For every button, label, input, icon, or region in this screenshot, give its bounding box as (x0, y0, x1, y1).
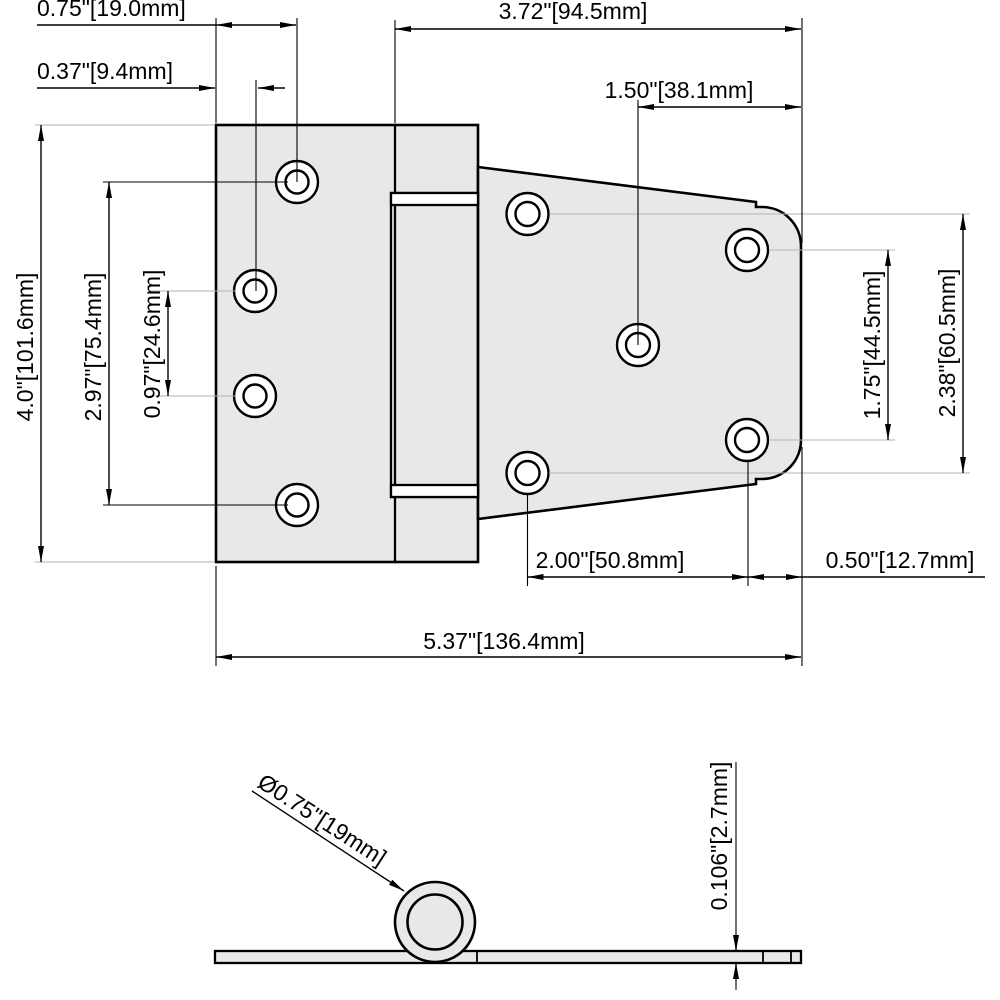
extension-lines-black (103, 18, 803, 666)
leader-knuckle-diameter (251, 790, 405, 892)
dim-label-knuckle-diameter: Ø0.75"[19mm] (253, 768, 391, 870)
hole-inner (242, 383, 268, 409)
hole-inner (733, 236, 761, 264)
dimension-lines (37, 22, 985, 660)
side-dimension-labels: Ø0.75"[19mm] 0.106"[2.7mm] (253, 762, 732, 911)
dim-label-outer-hole-column: 0.75"[19.0mm] (37, 0, 186, 21)
hole-inner (514, 459, 541, 487)
dim-label-leaf-middle-gap: 0.97"[24.6mm] (139, 270, 165, 419)
dim-label-strap-span-wide: 2.38"[60.5mm] (934, 269, 960, 418)
dim-label-strap-hole-spacing: 2.00"[50.8mm] (536, 547, 685, 573)
knuckle-inner-circle (406, 893, 464, 951)
hole-strap-bottom-right (724, 417, 770, 463)
dim-label-strap-length: 3.72"[94.5mm] (499, 0, 648, 24)
dim-label-strap-span-narrow: 1.75"[44.5mm] (859, 271, 885, 420)
hole-leaf-upper (232, 268, 278, 314)
hole-inner (242, 278, 268, 304)
hole-leaf-lower (232, 373, 278, 419)
side-dimension-lines (251, 790, 739, 979)
side-view: Ø0.75"[19mm] 0.106"[2.7mm] (213, 762, 803, 990)
dim-label-overall-height: 4.0"[101.6mm] (12, 273, 38, 422)
leaf-plate-edge (213, 949, 803, 965)
side-shapes (213, 880, 803, 965)
hole-strap-top-left (505, 191, 550, 237)
dimension-labels: 0.75"[19.0mm] 0.37"[9.4mm] 3.72"[94.5mm]… (12, 0, 974, 654)
hole-inner (284, 492, 310, 518)
dim-label-inner-hole-column: 0.37"[9.4mm] (37, 58, 173, 84)
dim-label-tip-hole-to-end: 1.50"[38.1mm] (605, 77, 754, 103)
plan-view: 0.75"[19.0mm] 0.37"[9.4mm] 3.72"[94.5mm]… (12, 0, 985, 666)
screw-holes (232, 159, 770, 528)
hole-inner (733, 426, 761, 454)
dim-label-overall-length: 5.37"[136.4mm] (423, 628, 585, 654)
dim-label-end-hole-offset: 0.50"[12.7mm] (826, 547, 975, 573)
dim-label-leaf-hole-span: 2.97"[75.4mm] (80, 273, 106, 422)
hole-leaf-bottom (274, 482, 320, 528)
extension-lines-gray (35, 124, 970, 563)
hole-strap-bottom-left (505, 450, 550, 496)
dim-label-leaf-thickness: 0.106"[2.7mm] (706, 762, 732, 911)
knuckle-bottom-curl (389, 483, 480, 499)
hole-strap-top-right (724, 227, 770, 273)
hole-inner (514, 200, 541, 228)
knuckle-top-curl (389, 191, 480, 207)
